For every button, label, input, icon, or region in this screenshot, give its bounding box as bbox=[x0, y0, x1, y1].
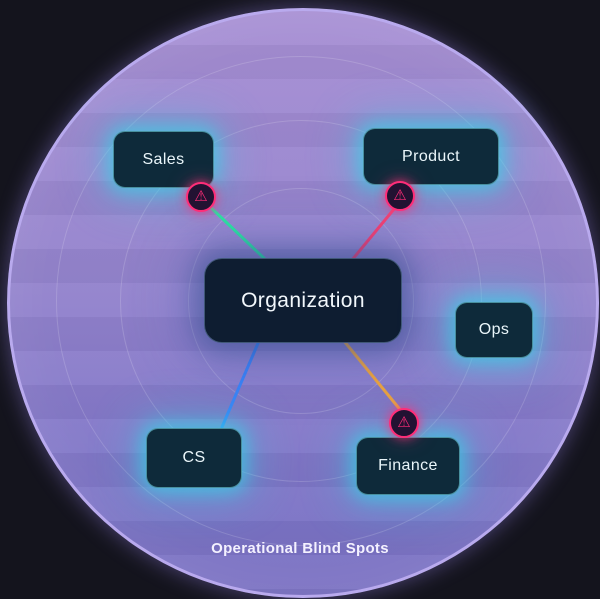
node-finance: Finance bbox=[356, 437, 460, 495]
warning-badge-finance: ⚠ bbox=[389, 408, 419, 438]
node-product: Product bbox=[363, 128, 499, 185]
node-ops: Ops bbox=[455, 302, 533, 358]
warning-badge-product: ⚠ bbox=[385, 181, 415, 211]
radar-ring-outer bbox=[56, 56, 546, 546]
warning-icon: ⚠ bbox=[393, 186, 407, 204]
warning-icon: ⚠ bbox=[194, 187, 208, 205]
node-product-label: Product bbox=[402, 147, 460, 165]
node-cs-label: CS bbox=[182, 449, 206, 466]
warning-badge-sales: ⚠ bbox=[186, 182, 216, 212]
node-cs: CS bbox=[146, 428, 242, 488]
node-sales-label: Sales bbox=[142, 150, 185, 168]
caption: Operational Blind Spots bbox=[211, 540, 389, 557]
node-finance-label: Finance bbox=[378, 457, 438, 474]
node-organization-label: Organization bbox=[241, 288, 365, 312]
node-organization: Organization bbox=[204, 258, 402, 343]
node-sales: Sales bbox=[113, 131, 214, 188]
node-ops-label: Ops bbox=[478, 321, 510, 338]
warning-icon: ⚠ bbox=[397, 413, 411, 431]
